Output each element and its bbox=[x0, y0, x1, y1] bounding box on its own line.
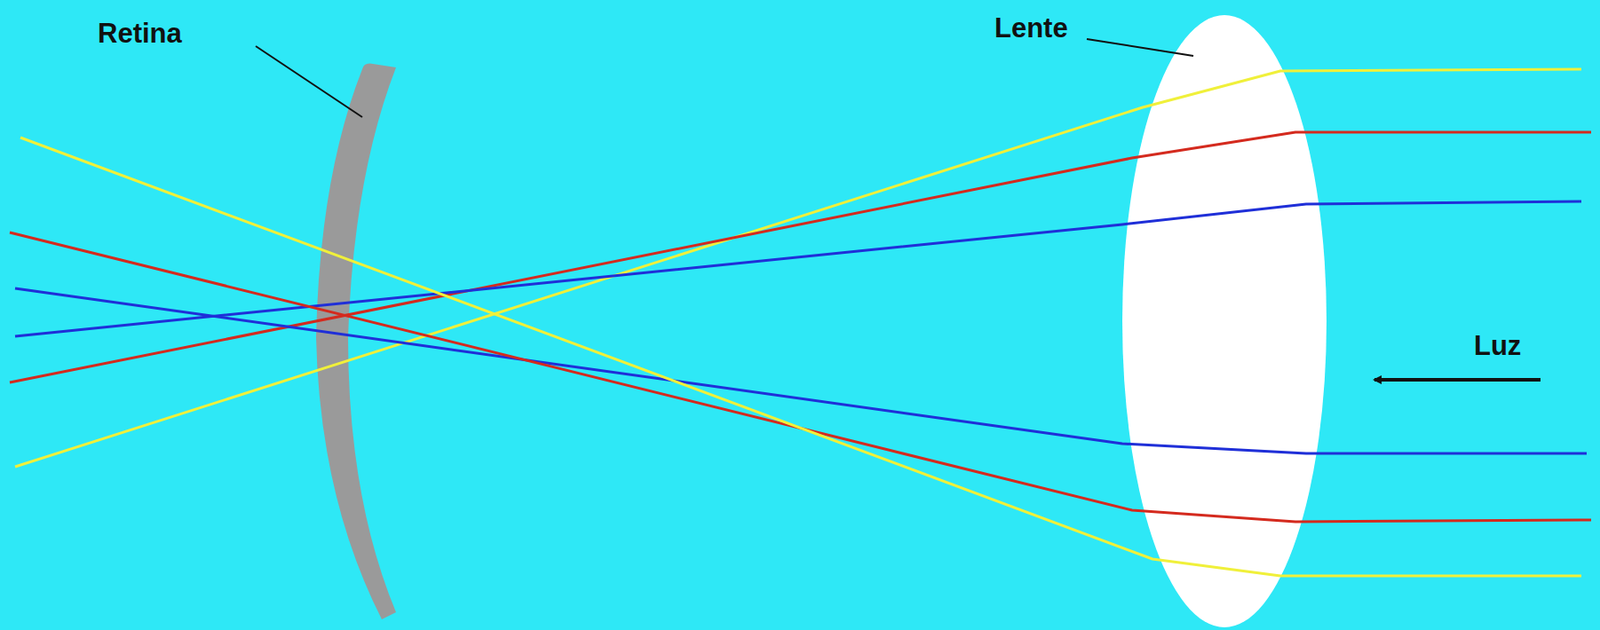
part-label: Luz bbox=[1473, 332, 1521, 360]
yellow-ray bbox=[20, 137, 1582, 577]
light-rays bbox=[9, 69, 1592, 577]
yellow-ray bbox=[15, 69, 1582, 468]
part-label: Lente bbox=[994, 14, 1069, 42]
part-label: Retina bbox=[97, 19, 183, 48]
red-ray bbox=[9, 232, 1592, 523]
lens-shape bbox=[1122, 15, 1327, 628]
red-ray bbox=[9, 132, 1592, 383]
light-direction-arrow bbox=[1374, 378, 1541, 382]
leader-line bbox=[1086, 39, 1194, 56]
leader-line bbox=[255, 46, 363, 118]
